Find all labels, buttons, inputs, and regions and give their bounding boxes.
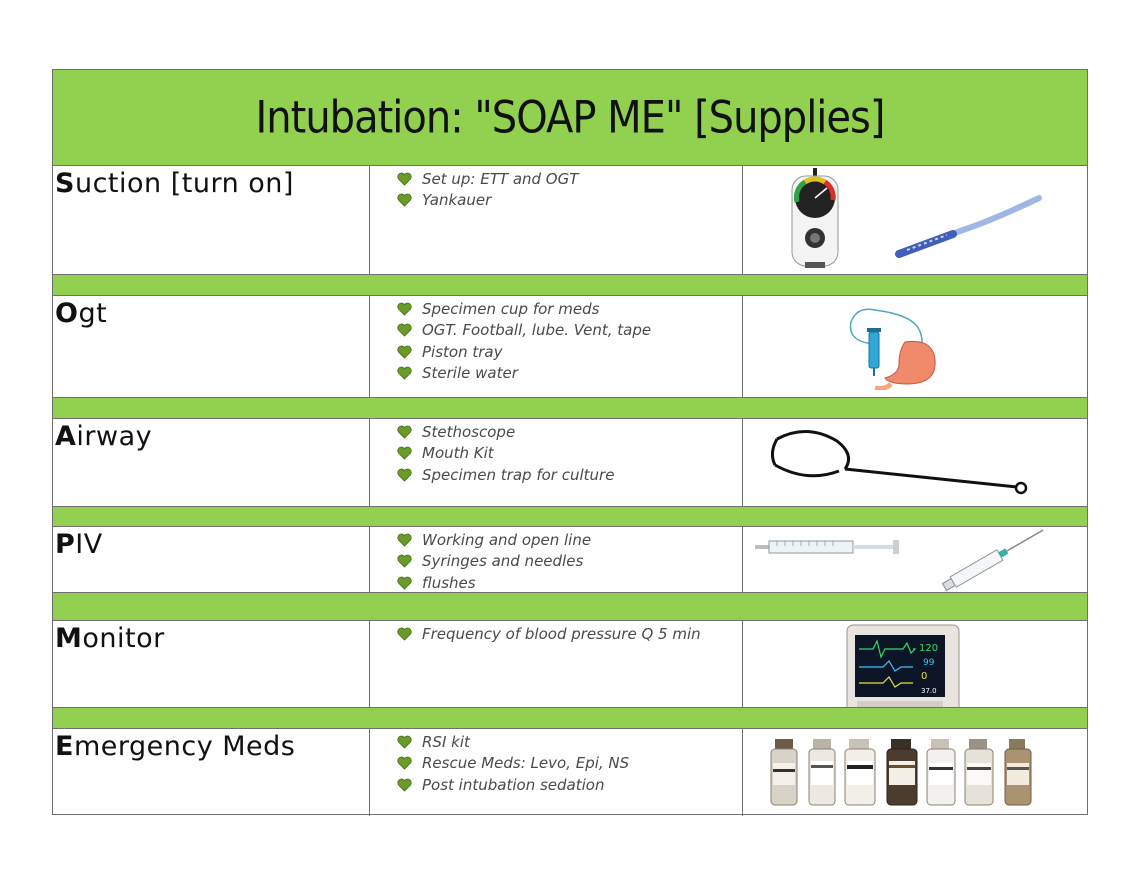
vial-icon	[926, 739, 956, 806]
illustration-cell	[743, 166, 1087, 274]
illustration-cell: 120 99 0 37.0	[743, 621, 1087, 716]
row-suction: Suction [turn on] Set up: ETT and OGT Ya…	[53, 166, 1087, 274]
list-item: Syringes and needles	[397, 551, 591, 573]
category-cell: Ogt	[53, 296, 370, 397]
category-cell: Airway	[53, 419, 370, 506]
list-item: flushes	[397, 572, 591, 594]
spacer-band	[53, 707, 1087, 729]
items-cell: Specimen cup for meds OGT. Football, lub…	[370, 296, 743, 397]
list-item: OGT. Football, lube. Vent, tape	[397, 320, 651, 342]
item-list: Specimen cup for meds OGT. Football, lub…	[397, 298, 651, 384]
list-item: Post intubation sedation	[397, 774, 629, 796]
items-cell: Working and open line Syringes and needl…	[370, 527, 743, 592]
vial-icon	[886, 739, 918, 806]
category-label: Emergency Meds	[55, 731, 296, 762]
category-label: Suction [turn on]	[55, 168, 294, 199]
monitor-readout-spo2: 99	[923, 658, 935, 668]
title-band: Intubation: "SOAP ME" [Supplies]	[53, 70, 1087, 166]
heart-icon	[397, 756, 412, 770]
item-list: RSI kit Rescue Meds: Levo, Epi, NS Post …	[397, 731, 629, 796]
suction-regulator-icon	[791, 168, 839, 268]
row-monitor: Monitor Frequency of blood pressure Q 5 …	[53, 621, 1087, 716]
illustration-cell	[743, 296, 1087, 397]
heart-icon	[397, 345, 412, 359]
heart-icon	[397, 366, 412, 380]
category-cell: Monitor	[53, 621, 370, 707]
list-item: Working and open line	[397, 529, 591, 551]
list-item: Yankauer	[397, 190, 578, 212]
items-cell: Set up: ETT and OGT Yankauer	[370, 166, 743, 274]
syringe-needle-icon	[941, 529, 1044, 591]
item-list: Frequency of blood pressure Q 5 min	[397, 623, 701, 645]
yankauer-icon	[895, 195, 1042, 258]
row-piv: PIV Working and open line Syringes and n…	[53, 527, 1087, 592]
heart-icon	[397, 554, 412, 568]
spacer-band	[53, 397, 1087, 419]
vial-icon	[964, 739, 994, 806]
category-label: Monitor	[55, 623, 165, 654]
illustration-cell	[743, 419, 1087, 506]
list-item: Rescue Meds: Levo, Epi, NS	[397, 753, 629, 775]
category-label: Airway	[55, 421, 153, 452]
supplies-sheet: Intubation: "SOAP ME" [Supplies] Suction…	[52, 69, 1088, 816]
heart-icon	[397, 323, 412, 337]
list-item: RSI kit	[397, 731, 629, 753]
patient-monitor-icon: 120 99 0 37.0	[846, 624, 960, 716]
vial-icon	[770, 739, 798, 806]
category-cell: Suction [turn on]	[53, 166, 370, 274]
vial-icon	[844, 739, 876, 806]
heart-icon	[397, 302, 412, 316]
medication-vials-icon	[770, 739, 1032, 806]
items-cell: RSI kit Rescue Meds: Levo, Epi, NS Post …	[370, 729, 743, 816]
heart-icon	[397, 778, 412, 792]
vial-icon	[1004, 739, 1032, 806]
category-cell: Emergency Meds	[53, 729, 370, 816]
heart-icon	[397, 576, 412, 590]
category-cell: PIV	[53, 527, 370, 592]
spacer-band	[53, 592, 1087, 621]
category-label: Ogt	[55, 298, 108, 329]
list-item: Stethoscope	[397, 421, 614, 443]
item-list: Set up: ETT and OGT Yankauer	[397, 168, 578, 211]
row-ogt: Ogt Specimen cup for meds OGT. Football,…	[53, 296, 1087, 397]
heart-icon	[397, 446, 412, 460]
list-item: Specimen trap for culture	[397, 464, 614, 486]
list-item: Sterile water	[397, 363, 651, 385]
list-item: Piston tray	[397, 341, 651, 363]
syringe-icon	[755, 540, 899, 554]
heart-icon	[397, 533, 412, 547]
row-emergency-meds: Emergency Meds RSI kit Rescue Meds: Levo…	[53, 729, 1087, 816]
heart-icon	[397, 172, 412, 186]
list-item: Set up: ETT and OGT	[397, 168, 578, 190]
items-cell: Stethoscope Mouth Kit Specimen trap for …	[370, 419, 743, 506]
row-airway: Airway Stethoscope Mouth Kit Specimen tr…	[53, 419, 1087, 506]
page-title: Intubation: "SOAP ME" [Supplies]	[255, 91, 886, 144]
heart-icon	[397, 425, 412, 439]
heart-icon	[397, 735, 412, 749]
list-item: Mouth Kit	[397, 443, 614, 465]
list-item: Specimen cup for meds	[397, 298, 651, 320]
heart-icon	[397, 468, 412, 482]
spacer-band	[53, 506, 1087, 527]
spacer-band	[53, 274, 1087, 296]
vial-icon	[808, 739, 836, 806]
item-list: Stethoscope Mouth Kit Specimen trap for …	[397, 421, 614, 486]
category-label: PIV	[55, 529, 103, 560]
monitor-readout-hr: 120	[919, 643, 938, 654]
items-cell: Frequency of blood pressure Q 5 min	[370, 621, 743, 707]
illustration-cell	[743, 527, 1087, 592]
stethoscope-icon	[770, 429, 1028, 495]
ogt-stomach-icon	[849, 308, 936, 390]
illustration-cell	[743, 729, 1087, 816]
monitor-readout-temp: 37.0	[921, 687, 937, 695]
list-item: Frequency of blood pressure Q 5 min	[397, 623, 701, 645]
item-list: Working and open line Syringes and needl…	[397, 529, 591, 594]
heart-icon	[397, 627, 412, 641]
heart-icon	[397, 193, 412, 207]
monitor-readout-resp: 0	[921, 671, 927, 682]
